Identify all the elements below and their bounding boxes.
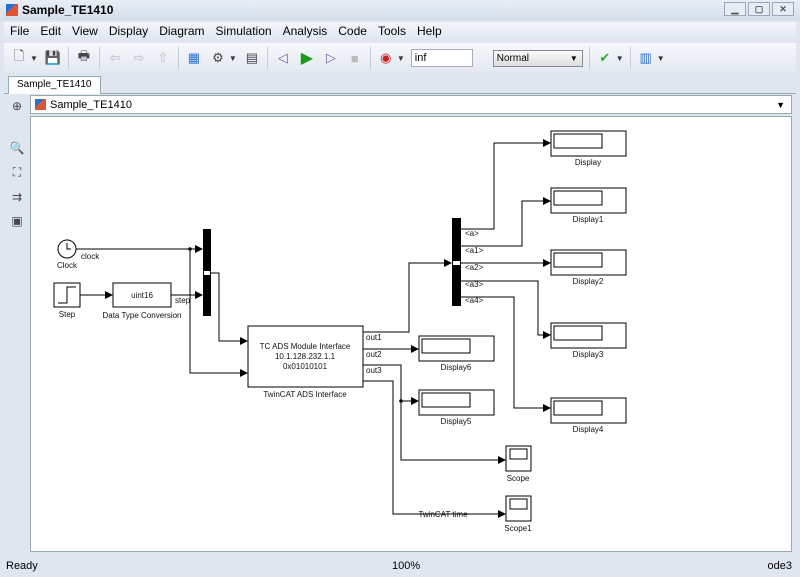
port-out1: out1 <box>366 333 382 342</box>
chevron-down-icon[interactable]: ▼ <box>656 53 665 63</box>
menu-view[interactable]: View <box>72 24 98 38</box>
clock-label: Clock <box>57 261 78 270</box>
signal-lines <box>76 139 551 518</box>
display-label: Display4 <box>573 425 604 434</box>
left-toolstrip: ⊕ 🔍 ⛶ ⇉ ▣ <box>4 95 30 551</box>
record-icon[interactable]: ◉ <box>380 50 392 65</box>
demux-port: <a3> <box>465 280 484 289</box>
tab-bar: Sample_TE1410 <box>4 74 796 94</box>
port-out3: out3 <box>366 366 382 375</box>
menu-edit[interactable]: Edit <box>40 24 62 38</box>
toolbar: 🗋 ▼ 💾 🖶 ⇦ ⇨ ⇧ ▦ ⚙ ▼ ▤ ◁ ▶ ▷ ■ ◉ ▼ inf Norma… <box>4 43 796 73</box>
minimize-button[interactable]: ▁ <box>724 2 746 16</box>
demux-port: <a2> <box>465 263 484 272</box>
close-button[interactable]: ✕ <box>772 2 794 16</box>
annotation-icon[interactable]: ▣ <box>11 214 23 228</box>
maximize-button[interactable]: ▢ <box>748 2 770 16</box>
solver-name: ode3 <box>767 560 792 572</box>
diagram-svg: Clock clock Step uint16 Data Type Conver… <box>53 130 627 533</box>
demux-port: <a> <box>465 229 479 238</box>
display-label: Display6 <box>441 363 472 372</box>
step-label: Step <box>59 310 76 319</box>
display-label: Display5 <box>441 417 472 426</box>
menu-tools[interactable]: Tools <box>377 24 406 38</box>
data-type-conversion-block[interactable] <box>112 282 172 308</box>
step-forward-icon[interactable]: ▷ <box>325 50 336 65</box>
step-back-icon[interactable]: ◁ <box>277 50 288 65</box>
fit-view-icon[interactable]: ⛶ <box>12 165 22 179</box>
clock-block[interactable] <box>57 239 77 259</box>
scope-label: Scope <box>507 474 530 483</box>
menu-bar: File Edit View Display Diagram Simulatio… <box>4 22 796 40</box>
conversion-label: Data Type Conversion <box>102 311 181 320</box>
time-signal-label: TwinCAT time <box>418 510 468 519</box>
save-icon[interactable]: 💾 <box>44 50 62 65</box>
menu-code[interactable]: Code <box>338 24 367 38</box>
scope-label: Scope1 <box>504 524 532 533</box>
ads-line3: 0x01010101 <box>283 362 328 371</box>
new-model-icon[interactable]: 🗋 <box>13 48 25 63</box>
build-icon[interactable]: ▥ <box>639 50 652 65</box>
print-icon[interactable]: 🖶 <box>77 48 91 63</box>
display-label: Display <box>575 158 601 167</box>
diagram-canvas[interactable]: Clock clock Step uint16 Data Type Conver… <box>30 116 792 552</box>
gear-icon[interactable]: ⚙ <box>212 50 224 65</box>
library-browser-icon[interactable]: ▦ <box>187 50 201 65</box>
check-icon[interactable]: ✔ <box>599 50 611 65</box>
hide-browser-icon[interactable]: ⊕ <box>11 99 23 113</box>
step-signal-label: step <box>175 296 191 305</box>
demux-port: <a4> <box>465 296 484 305</box>
display-blocks <box>418 130 627 522</box>
stop-icon[interactable]: ■ <box>350 50 359 66</box>
chevron-down-icon[interactable]: ▼ <box>228 53 237 63</box>
twincat-ads-interface-block[interactable] <box>247 325 364 388</box>
menu-diagram[interactable]: Diagram <box>159 24 205 38</box>
model-explorer-icon[interactable]: ▤ <box>245 50 258 65</box>
demux-port: <a1> <box>465 246 484 255</box>
display-label: Display1 <box>573 215 604 224</box>
back-icon[interactable]: ⇦ <box>109 50 121 65</box>
status-bar: Ready 100% ode3 <box>0 555 800 577</box>
menu-display[interactable]: Display <box>108 24 149 38</box>
signal-arrow-icon[interactable]: ⇉ <box>11 190 23 204</box>
chevron-down-icon[interactable]: ▼ <box>776 99 785 110</box>
chevron-down-icon[interactable]: ▼ <box>615 53 624 63</box>
display-label: Display3 <box>573 350 604 359</box>
breadcrumb-item[interactable]: Sample_TE1410 <box>50 98 132 111</box>
status-text: Ready <box>6 560 38 572</box>
tab-sample-te1410[interactable]: Sample_TE1410 <box>8 76 101 94</box>
chevron-down-icon[interactable]: ▼ <box>396 53 405 63</box>
step-block[interactable] <box>53 282 81 308</box>
model-icon <box>35 99 46 110</box>
breadcrumb: Sample_TE1410 ▼ <box>30 95 792 114</box>
ads-label: TwinCAT ADS Interface <box>263 390 347 399</box>
run-icon[interactable]: ▶ <box>300 50 313 67</box>
zoom-icon[interactable]: 🔍 <box>9 141 25 155</box>
ads-line2: 10.1.128.232.1.1 <box>275 352 336 361</box>
forward-icon[interactable]: ⇨ <box>133 50 145 65</box>
display-label: Display2 <box>573 277 604 286</box>
title-bar: Sample_TE1410 ▁▢✕ <box>0 0 800 20</box>
port-out2: out2 <box>366 350 382 359</box>
zoom-level: 100% <box>392 560 421 572</box>
menu-simulation[interactable]: Simulation <box>215 24 272 38</box>
menu-file[interactable]: File <box>10 24 30 38</box>
simulink-logo-icon <box>6 4 18 16</box>
simulation-mode-select[interactable]: Normal <box>492 49 583 67</box>
up-icon[interactable]: ⇧ <box>157 50 169 65</box>
conversion-content: uint16 <box>131 291 153 300</box>
chevron-down-icon[interactable]: ▼ <box>30 53 38 63</box>
stop-time-input[interactable]: inf <box>410 49 473 67</box>
menu-analysis[interactable]: Analysis <box>282 24 328 38</box>
menu-help[interactable]: Help <box>416 24 442 38</box>
window-title: Sample_TE1410 <box>22 3 114 17</box>
clock-signal-label: clock <box>81 252 100 261</box>
ads-line1: TC ADS Module Interface <box>260 342 351 351</box>
